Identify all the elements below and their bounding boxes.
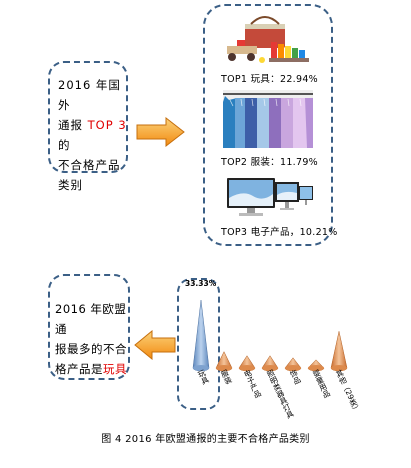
electronics-image: [223, 176, 315, 220]
clothing-image: [223, 90, 313, 148]
cone-bar-4: [284, 357, 302, 372]
top3-highlight: TOP 3: [87, 118, 127, 132]
left-arrow-icon: [134, 330, 176, 360]
summary-line-2: 报最多的不合: [55, 342, 127, 356]
cone-bar-1: [215, 351, 233, 372]
eu-summary-text: 2016 年欧盟通 报最多的不合 格产品是玩具: [55, 299, 135, 379]
category-label-6: 其他（29类）: [334, 368, 363, 415]
category-label-5: 婴童用品: [311, 368, 332, 400]
category-label-2: 电子产品: [242, 368, 263, 400]
summary-line-1: 2016 年欧盟通: [55, 302, 127, 336]
intro-line-2: 通报 TOP 3 的: [58, 118, 127, 152]
intro-line-1: 2016 年国外: [58, 78, 121, 112]
top2-label: TOP2 服装：11.79%: [221, 157, 318, 168]
category-label-4: 饰品: [288, 368, 303, 386]
cone-bar-3: [261, 355, 279, 372]
right-arrow-icon: [136, 117, 185, 147]
data-label-0: 33.33%: [185, 279, 217, 288]
cone-bar-2: [238, 355, 256, 372]
cone-bar-0: [192, 299, 210, 372]
eu-summary-box: [48, 274, 130, 380]
category-label-0: 玩具: [196, 368, 211, 386]
toy-image: [223, 14, 313, 68]
category-label-1: 服装: [219, 368, 234, 386]
figure-caption: 图 4 2016 年欧盟通报的主要不合格产品类别: [101, 434, 310, 445]
toy-highlight-box: [177, 278, 220, 410]
intro-line-3: 不合格产品: [58, 158, 121, 172]
chart-labels: 33.33%玩具服装电子产品照明类器具灯具饰品婴童用品其他（29类）: [178, 279, 368, 420]
top3-intro-box: [48, 61, 128, 173]
cone-bar-5: [307, 359, 325, 372]
top3-intro-text: 2016 年国外 通报 TOP 3 的 不合格产品 类别: [58, 75, 130, 195]
summary-line-3: 格产品是玩具: [55, 362, 127, 376]
cone-chart: [192, 299, 348, 372]
cone-bar-6: [330, 331, 348, 372]
toy-highlight: 玩具: [103, 362, 127, 376]
top1-label: TOP1 玩具：22.94%: [221, 74, 318, 85]
top3-label: TOP3 电子产品，10.21%: [221, 227, 338, 238]
intro-line-4: 类别: [58, 178, 83, 192]
top3-products-box: [203, 4, 333, 246]
